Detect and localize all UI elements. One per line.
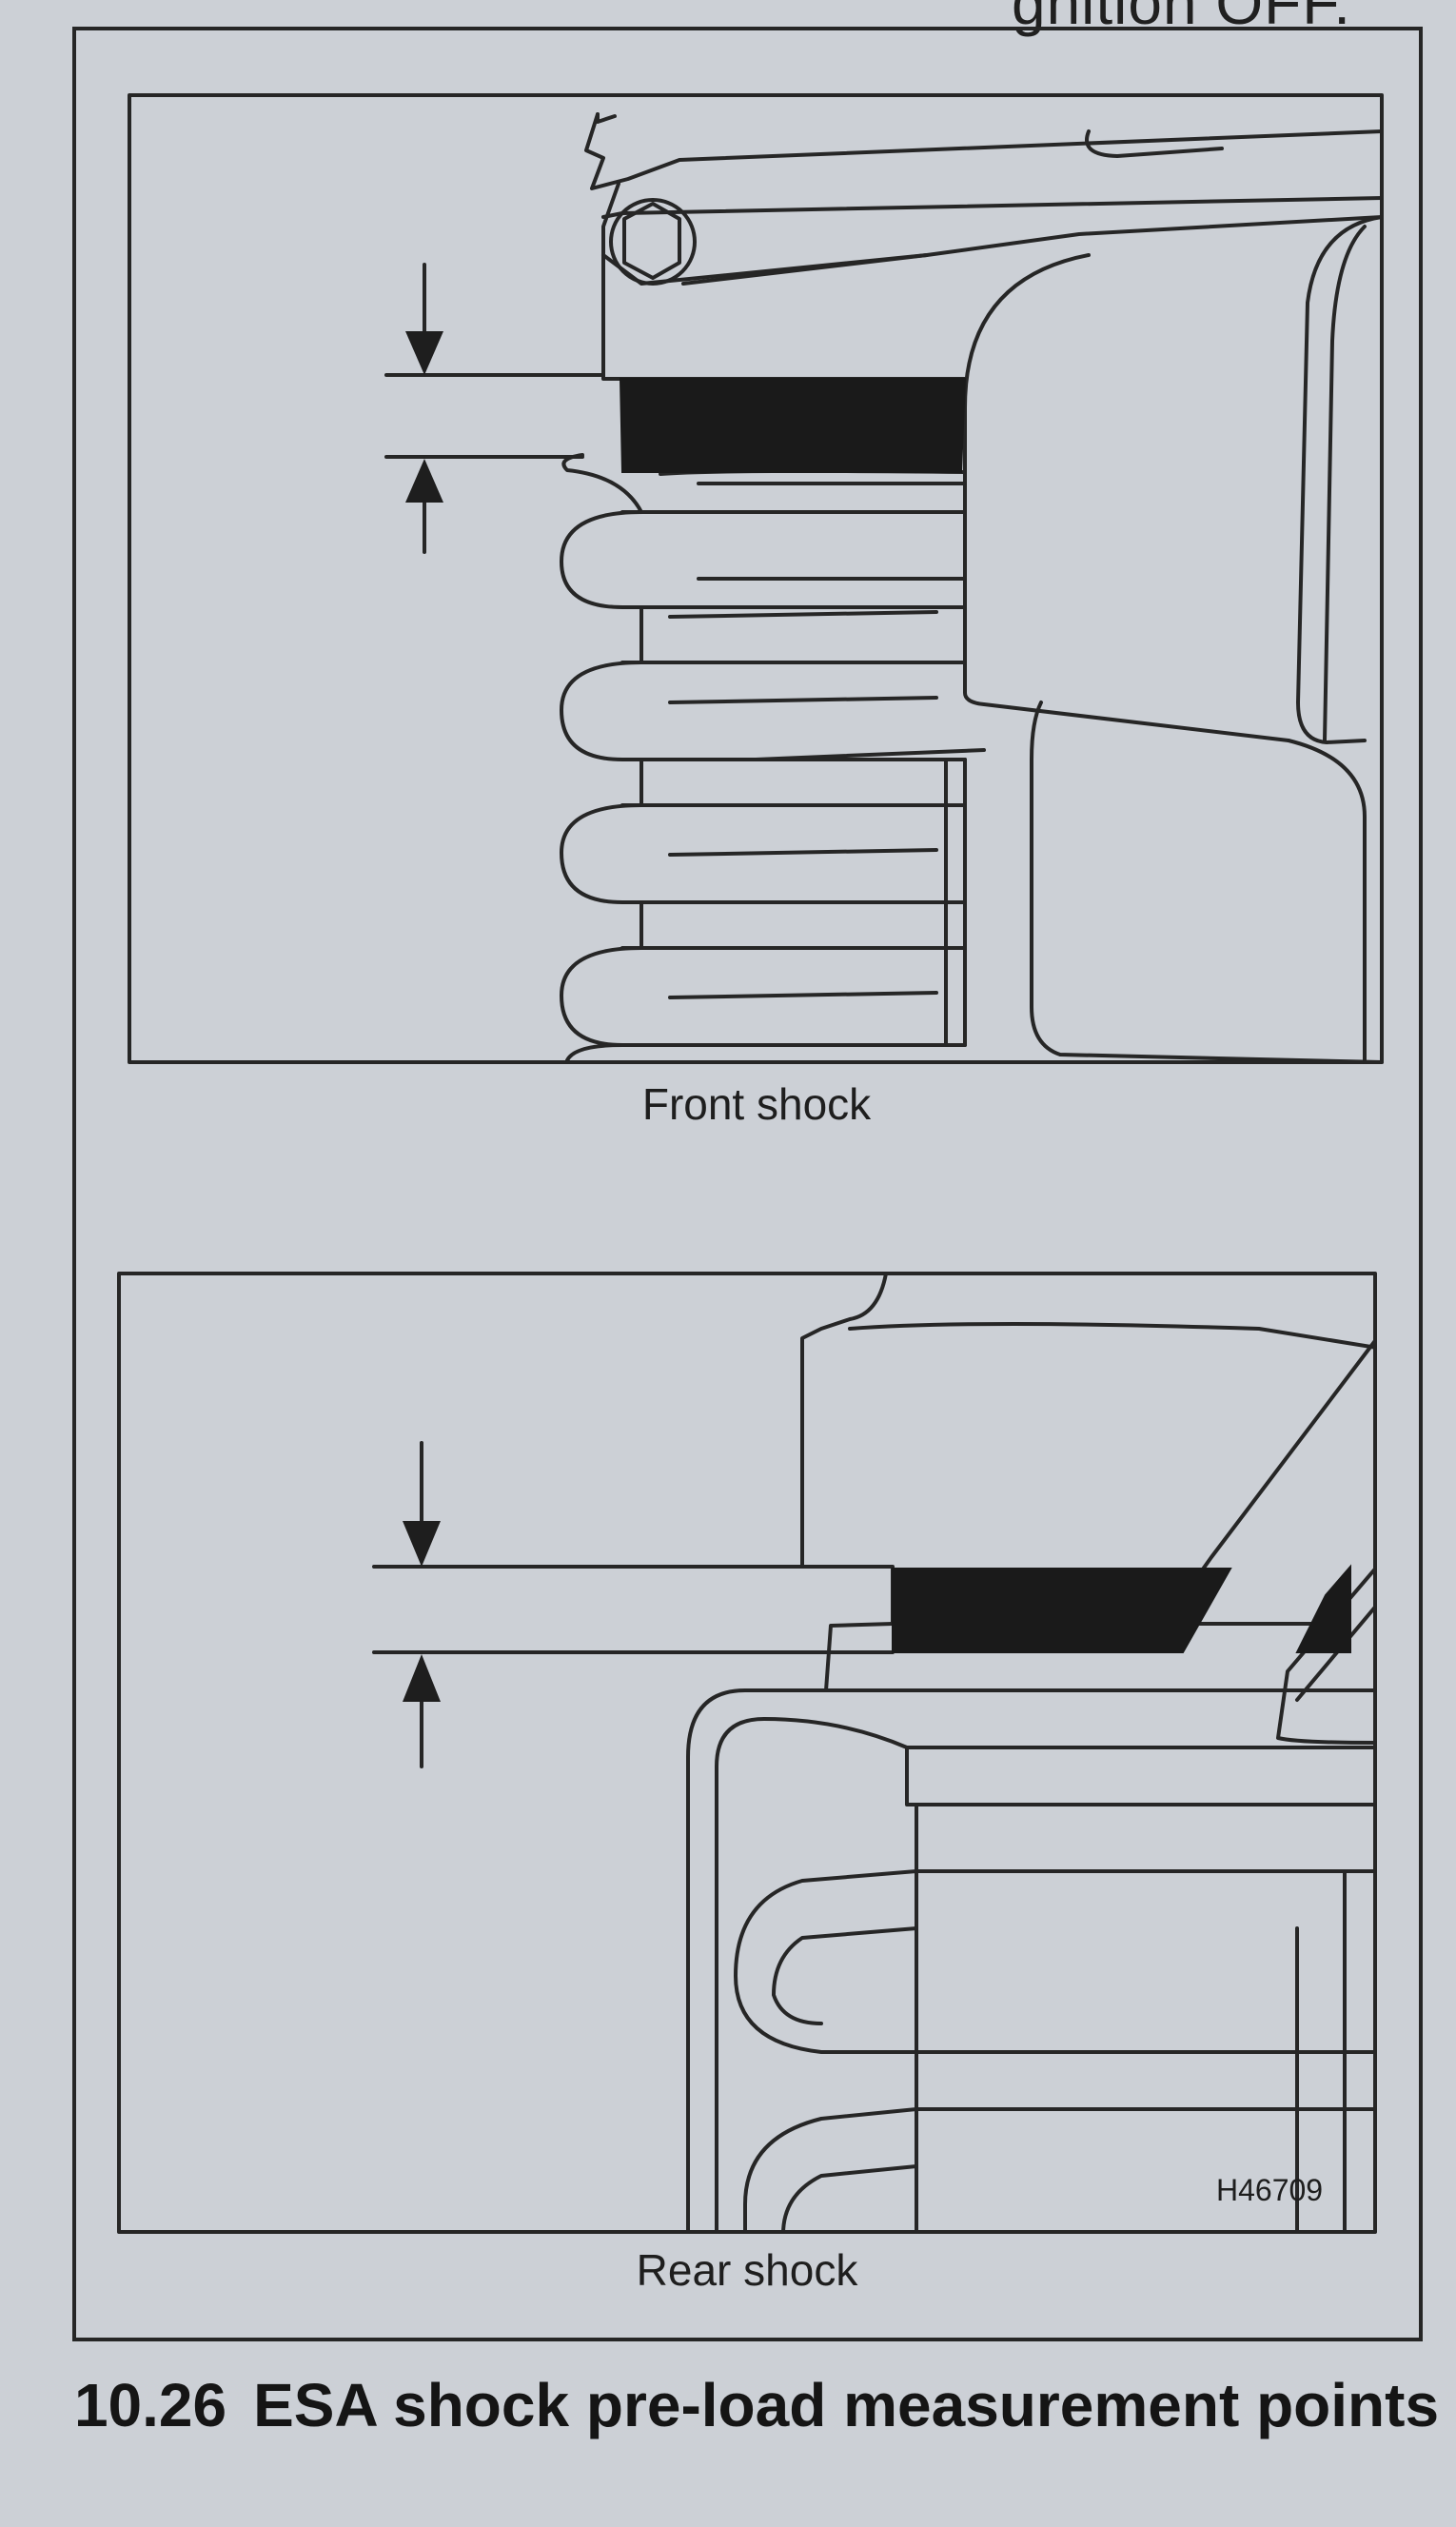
rear-panel-border — [117, 1272, 1377, 2234]
front-arrow-up — [405, 459, 443, 503]
front-panel-border — [128, 93, 1384, 1064]
front-shock-caption: Front shock — [641, 1079, 872, 1129]
rear-preload-band-right — [1295, 1564, 1351, 1653]
front-measurement-guides — [384, 263, 605, 554]
rear-upper-mount — [800, 1272, 1377, 1745]
rear-shock-caption: Rear shock — [636, 2245, 858, 2295]
figure-title-block: 10.26 ESA shock pre-load measurement poin… — [0, 2368, 1456, 2442]
page-header-text: gnition OFF. — [1011, 0, 1351, 37]
rear-preload-band — [892, 1568, 1232, 1653]
front-arrow-down — [405, 331, 443, 375]
figure-code: H46709 — [1216, 2173, 1324, 2207]
front-preload-band — [619, 378, 967, 473]
figure-title: ESA shock pre-load measurement points — [253, 2371, 1440, 2439]
rear-shock-diagram — [117, 1272, 1377, 2234]
rear-measurement-guides — [372, 1441, 895, 1768]
figure-frame — [72, 27, 1423, 2341]
front-frame-member — [963, 215, 1384, 1064]
rear-spring — [734, 1869, 1377, 2234]
figure-number: 10.26 — [73, 2371, 227, 2439]
front-shock-diagram — [128, 93, 1384, 1064]
rear-spring-seat — [686, 1622, 1377, 2234]
front-upper-mount — [584, 112, 1384, 381]
rear-arrow-up — [403, 1654, 441, 1702]
front-spring — [560, 453, 986, 1062]
rear-arrow-down — [403, 1521, 441, 1567]
page-header-fragment: gnition OFF. — [0, 0, 1456, 38]
